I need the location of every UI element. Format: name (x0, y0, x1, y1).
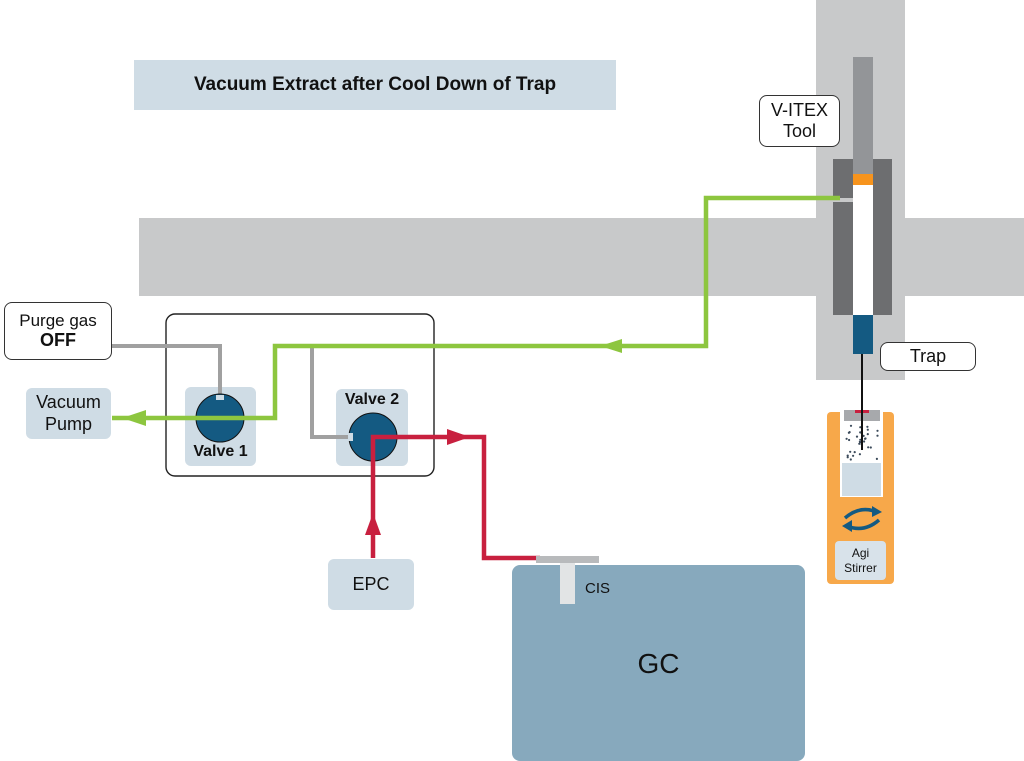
vapor-particle (848, 438, 851, 442)
vapor-particle (845, 437, 848, 440)
purge-gas-state: OFF (40, 330, 76, 351)
vapor-particle (875, 457, 879, 460)
epc-box: EPC (328, 559, 414, 610)
vapor-particle (858, 440, 862, 443)
valve2-port (348, 433, 353, 441)
gc-body (512, 565, 805, 761)
carrier-gas-path (370, 434, 540, 561)
vapor-particle (858, 453, 862, 456)
agi-stirrer-label: Agi Stirrer (835, 541, 886, 580)
trap (853, 315, 873, 354)
vacuum-arrow-1 (600, 339, 622, 353)
purge-gas-label-text: Purge gas (19, 310, 97, 330)
diagram-title: Vacuum Extract after Cool Down of Trap (134, 60, 616, 110)
vapor-particle (863, 440, 866, 443)
carrier-arrow-2 (447, 429, 470, 445)
valve1-port (216, 395, 224, 400)
vapor-particle (866, 433, 869, 436)
vapor-particle (859, 438, 862, 441)
vapor-particle (859, 426, 862, 429)
vapor-particle (848, 431, 851, 434)
vapor-particle (866, 428, 869, 431)
vitex-tool-label: V-ITEX Tool (759, 95, 840, 147)
epc-label: EPC (352, 573, 390, 594)
valve-module (165, 313, 435, 477)
vacuum-arrow-2 (122, 410, 146, 426)
vapor-particle (849, 450, 852, 453)
vapor-particle (869, 446, 872, 449)
vacuum-flow-path (112, 195, 840, 421)
vapor-particle (846, 456, 849, 459)
syringe-barrel (853, 185, 873, 315)
agi-stirrer-line1: Agi (851, 546, 870, 561)
valve1-label: Valve 1 (193, 443, 248, 460)
vapor-particle (858, 442, 861, 445)
vapor-particle (853, 451, 856, 454)
trap-label-text: Trap (909, 346, 947, 367)
vapor-particles (845, 424, 879, 461)
agi-stirrer-line2: Stirrer (844, 560, 877, 575)
cis-injector (560, 563, 575, 604)
vacuum-pump: Vacuum Pump (26, 388, 111, 439)
trap-label: Trap (880, 342, 976, 371)
vial-liquid (842, 463, 881, 496)
tool-housing-right (873, 159, 892, 315)
valve2-label: Valve 2 (344, 391, 400, 408)
vapor-particle (849, 424, 853, 427)
vapor-particle (855, 435, 859, 438)
cis-label: CIS (585, 580, 611, 597)
vacuum-pump-line1: Vacuum (36, 391, 101, 412)
stir-arrows-icon (842, 506, 882, 532)
vapor-particle (862, 434, 865, 437)
vitex-tool-label-line2: Tool (782, 121, 817, 141)
cis-transfer-line (536, 556, 599, 563)
vitex-tool-label-line1: V-ITEX (770, 100, 828, 121)
vapor-particle (846, 454, 849, 457)
tool-housing-left (833, 159, 853, 198)
valve2-bypass-line (310, 346, 350, 439)
vacuum-pump-line2: Pump (44, 413, 93, 434)
gc-label: GC (637, 648, 680, 679)
purge-gas-label: Purge gas OFF (4, 302, 112, 360)
purge-line (110, 344, 222, 397)
vapor-particle (867, 446, 870, 449)
vapor-particle (876, 429, 879, 432)
syringe-plunger (853, 57, 873, 175)
vapor-particle (876, 434, 879, 437)
vapor-particle (866, 425, 869, 428)
carrier-arrow-1 (365, 513, 381, 535)
vapor-particle (852, 454, 855, 457)
vapor-particle (849, 458, 852, 461)
tool-housing-left-lower (833, 202, 853, 315)
vapor-particle (864, 437, 867, 440)
heater-element (853, 174, 873, 185)
